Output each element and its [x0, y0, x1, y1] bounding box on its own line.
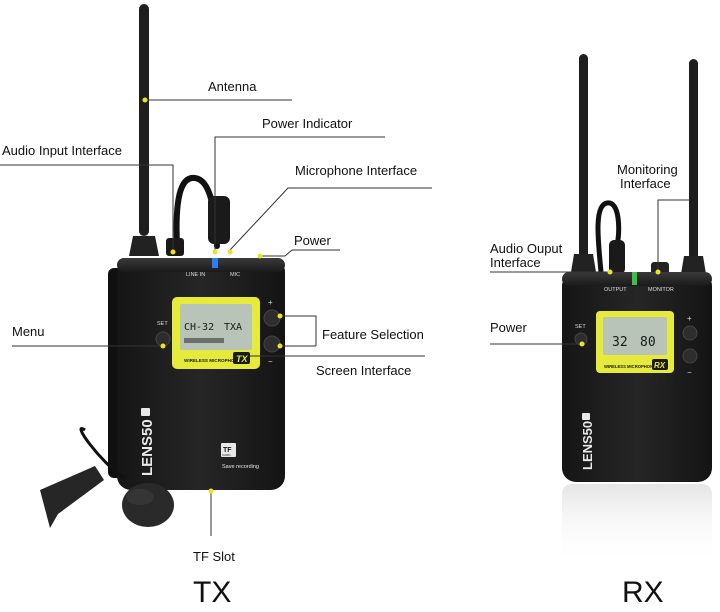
- tx-line-in-plug: [166, 238, 184, 256]
- antenna-dot: [142, 97, 148, 103]
- microphone-interface-dot: [227, 249, 233, 255]
- tx-device-label: TX: [193, 576, 232, 609]
- tx-lavalier-foam: [122, 483, 174, 527]
- tx-lavalier-clip: [40, 466, 104, 528]
- monitoring-interface-leader: [657, 199, 690, 270]
- tx-tf-logo-top: TF: [223, 447, 232, 454]
- tx-tf-logo-bottom: CARD: [222, 453, 231, 457]
- rx-antenna-right: [689, 59, 698, 261]
- rx-device: OUTPUT MONITOR 32 80 WIRELESS MICROPHONE…: [562, 54, 712, 564]
- callout-antenna: Antenna: [208, 79, 257, 94]
- audio-input-leader: [0, 164, 174, 250]
- rx-minus-key-label: −: [687, 368, 692, 377]
- tx-antenna-base: [129, 236, 159, 256]
- callout-tf-slot: TF Slot: [193, 549, 235, 564]
- power-tx-dot: [257, 253, 263, 259]
- rx-up-button[interactable]: [682, 325, 698, 341]
- tx-device: LINE IN MIC CH-32 TXA WIRELESS MICROPHON…: [40, 4, 285, 528]
- rx-lcd-footer: WIRELESS MICROPHONE: [604, 364, 656, 369]
- callout-microphone-interface: Microphone Interface: [295, 163, 418, 178]
- rx-device-label: RX: [622, 576, 664, 609]
- tx-lcd-badge: TX: [236, 354, 248, 364]
- tx-port-line-in-label: LINE IN: [186, 272, 205, 278]
- callout-audio-output-interface-line1: Audio Ouput: [490, 241, 563, 256]
- callout-feature-selection: Feature Selection: [322, 327, 424, 342]
- callout-power-rx: Power: [490, 320, 527, 335]
- callout-power-indicator: Power Indicator: [262, 116, 353, 131]
- audio-input-dot: [170, 249, 176, 255]
- callout-power-tx: Power: [294, 233, 331, 248]
- tf-slot-dot: [208, 488, 214, 494]
- callout-audio-input-interface: Audio Input Interface: [2, 143, 122, 158]
- rx-antenna-left: [579, 54, 588, 258]
- rx-indicator-led: [632, 272, 637, 285]
- tx-up-button[interactable]: [263, 309, 281, 327]
- power-indicator-dot: [212, 249, 218, 255]
- rx-down-button[interactable]: [682, 348, 698, 364]
- tx-mic-plug: [208, 196, 230, 244]
- feature-up-dot: [277, 313, 283, 319]
- monitoring-dot: [655, 269, 661, 275]
- feature-selection-leader-top: [280, 315, 317, 346]
- callout-audio-output-interface-line2: Interface: [490, 255, 541, 270]
- callout-menu: Menu: [12, 324, 45, 339]
- callout-lines: [0, 99, 690, 536]
- tx-down-button[interactable]: [263, 335, 281, 353]
- tx-plus-key-label: +: [268, 298, 273, 307]
- rx-set-key-label: SET: [575, 324, 586, 330]
- rx-port-output-label: OUTPUT: [604, 287, 627, 293]
- audio-output-dot: [607, 269, 613, 275]
- tx-tf-caption: Save recording: [222, 464, 259, 470]
- power-tx-leader: [260, 249, 340, 257]
- rx-plus-key-label: +: [687, 314, 692, 323]
- callout-dots: [142, 97, 661, 494]
- rx-lcd-badge: RX: [654, 361, 666, 370]
- tx-antenna: [139, 4, 149, 236]
- power-indicator-leader: [214, 136, 385, 250]
- callout-screen-interface: Screen Interface: [316, 363, 412, 378]
- rx-lcd-right: 80: [640, 335, 656, 350]
- tx-minus-key-label: −: [268, 357, 273, 366]
- rx-reflection: [562, 484, 712, 564]
- tx-lcd-channel: CH-32: [184, 322, 214, 333]
- tx-lcd-footer: WIRELESS MICROPHONE: [184, 358, 241, 363]
- tx-power-indicator-led: [212, 258, 218, 268]
- tx-brand: LENS50: [139, 419, 156, 476]
- tx-lcd-mode: TXA: [224, 322, 242, 333]
- menu-dot: [160, 343, 166, 349]
- rx-lcd-screen: [603, 317, 667, 355]
- feature-down-dot: [277, 343, 283, 349]
- rx-port-monitor-label: MONITOR: [648, 287, 674, 293]
- power-rx-dot: [579, 341, 585, 347]
- rx-brand: LENS50: [580, 421, 595, 470]
- callout-monitoring-interface-line1: Monitoring: [617, 162, 678, 177]
- callout-monitoring-interface-line2: Interface: [620, 176, 671, 191]
- rx-lcd-left: 32: [612, 335, 628, 350]
- tx-set-key-label: SET: [157, 321, 168, 327]
- tx-port-mic-label: MIC: [230, 272, 240, 278]
- microphone-interface-leader: [229, 187, 432, 251]
